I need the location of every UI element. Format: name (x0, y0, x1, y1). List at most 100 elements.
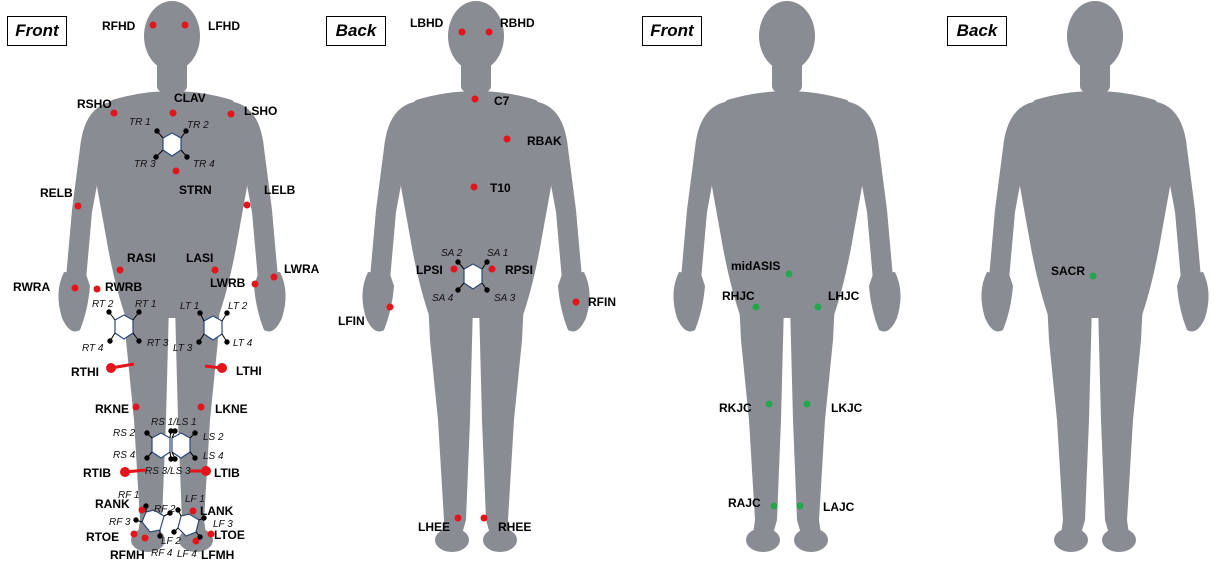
cluster-label-tr4: TR 4 (193, 159, 215, 170)
marker-dot-lwra (271, 274, 278, 281)
marker-dot-strn (173, 168, 180, 175)
label-rfhd: RFHD (102, 19, 136, 33)
label-rwra: RWRA (13, 280, 50, 294)
label-lfhd: LFHD (208, 19, 240, 33)
cluster-label-tr3: TR 3 (134, 159, 156, 170)
joint-dot-lajc (797, 503, 804, 510)
marker-dot-rfin (573, 299, 580, 306)
cluster-label-lt4: LT 4 (233, 338, 253, 349)
label-lhee: LHEE (418, 520, 450, 534)
cluster-label-rf1: RF 1 (118, 490, 140, 501)
label-rhee: RHEE (498, 520, 531, 534)
cluster-label-rt4: RT 4 (82, 343, 104, 354)
marker-dot-lkne (198, 404, 205, 411)
cluster-label-sa2: SA 2 (441, 248, 463, 259)
view-label-back-joints: Back (947, 16, 1007, 46)
cluster-plate-left-shank (172, 433, 190, 458)
joint-dot-rajc (771, 503, 778, 510)
joint-dot-lkjc (804, 401, 811, 408)
marker-dot-rhee (481, 515, 488, 522)
label-rkne: RKNE (95, 402, 129, 416)
label-lank: LANK (200, 504, 234, 518)
label-strn: STRN (179, 183, 212, 197)
view-label-front-joints: Front (642, 16, 702, 46)
marker-dot-lthi (219, 365, 226, 372)
cluster-label-lt3: LT 3 (173, 343, 193, 354)
joint-dot-rhjc (753, 304, 760, 311)
marker-dot-rwra (72, 285, 79, 292)
label-rthi: RTHI (71, 365, 99, 379)
marker-dot-rbhd (486, 29, 493, 36)
cluster-label-tr2: TR 2 (187, 120, 209, 131)
label-ltib: LTIB (214, 466, 240, 480)
label-lkjc: LKJC (831, 401, 863, 415)
label-lsho: LSHO (244, 104, 277, 118)
marker-dot-t10 (471, 184, 478, 191)
cluster-label-rt1: RT 1 (135, 299, 157, 310)
label-lfin: LFIN (338, 314, 365, 328)
label-rfmh: RFMH (110, 548, 145, 562)
joint-dot-rkjc (766, 401, 773, 408)
label-lpsi: LPSI (416, 263, 443, 277)
label-sacr: SACR (1051, 264, 1085, 278)
label-rbak: RBAK (527, 134, 562, 148)
label-rsho: RSHO (77, 97, 112, 111)
label-lwra: LWRA (284, 262, 320, 276)
cluster-label-ls4: LS 4 (203, 451, 224, 462)
view-label-back-markers: Back (326, 16, 386, 46)
label-rhjc: RHJC (722, 289, 755, 303)
marker-dot-lelb (244, 202, 251, 209)
marker-dot-lbhd (459, 29, 466, 36)
joint-dot-sacr (1090, 273, 1097, 280)
cluster-plate-right-thigh (115, 315, 133, 339)
cluster-label-rf4: RF 4 (151, 548, 173, 559)
label-rkjc: RKJC (719, 401, 752, 415)
marker-dot-lfin (387, 304, 394, 311)
marker-dot-lpsi (451, 266, 458, 273)
label-lajc: LAJC (823, 500, 855, 514)
label-c7: C7 (494, 94, 510, 108)
cluster-plate-left-thigh (204, 316, 222, 340)
marker-dot-ltib (203, 468, 210, 475)
cluster-label-rt3: RT 3 (147, 338, 169, 349)
marker-dot-lsho (228, 111, 235, 118)
marker-dot-rasi (117, 267, 124, 274)
marker-dot-rpsi (489, 266, 496, 273)
marker-dot-rkne (133, 404, 140, 411)
cluster-label-rs3-ls3: RS 3/LS 3 (145, 466, 191, 477)
joint-dot-midasis (786, 271, 793, 278)
label-lkne: LKNE (215, 402, 248, 416)
cluster-label-rs1-ls1: RS 1/LS 1 (151, 417, 197, 428)
label-clav: CLAV (174, 91, 206, 105)
marker-dot-rwrb (94, 286, 101, 293)
cluster-label-rt2: RT 2 (92, 299, 114, 310)
label-lelb: LELB (264, 183, 296, 197)
cluster-label-lf2: LF 2 (161, 536, 181, 547)
cluster-label-sa4: SA 4 (432, 293, 454, 304)
marker-dot-rfhd (150, 22, 157, 29)
label-lwrb: LWRB (210, 276, 246, 290)
cluster-plate-sacrum (464, 264, 482, 289)
cluster-label-ls2: LS 2 (203, 432, 224, 443)
label-rasi: RASI (127, 251, 156, 265)
label-rwrb: RWRB (105, 280, 142, 294)
marker-dot-lank (190, 508, 197, 515)
cluster-label-lt2: LT 2 (228, 301, 248, 312)
cluster-plate-right-shank (152, 433, 170, 458)
marker-dot-lfhd (182, 22, 189, 29)
cluster-label-rf3: RF 3 (109, 517, 131, 528)
marker-dot-rtoe (131, 531, 138, 538)
marker-dot-clav (170, 110, 177, 117)
joint-dot-lhjc (815, 304, 822, 311)
cluster-label-rf2: RF 2 (154, 504, 176, 515)
label-relb: RELB (40, 186, 73, 200)
label-lhjc: LHJC (828, 289, 860, 303)
label-rpsi: RPSI (505, 263, 533, 277)
cluster-label-lf1: LF 1 (185, 494, 205, 505)
label-lasi: LASI (186, 251, 213, 265)
cluster-label-rs2: RS 2 (113, 428, 136, 439)
label-lfmh: LFMH (201, 548, 234, 562)
label-lbhd: LBHD (410, 16, 444, 30)
marker-dot-rbak (504, 136, 511, 143)
